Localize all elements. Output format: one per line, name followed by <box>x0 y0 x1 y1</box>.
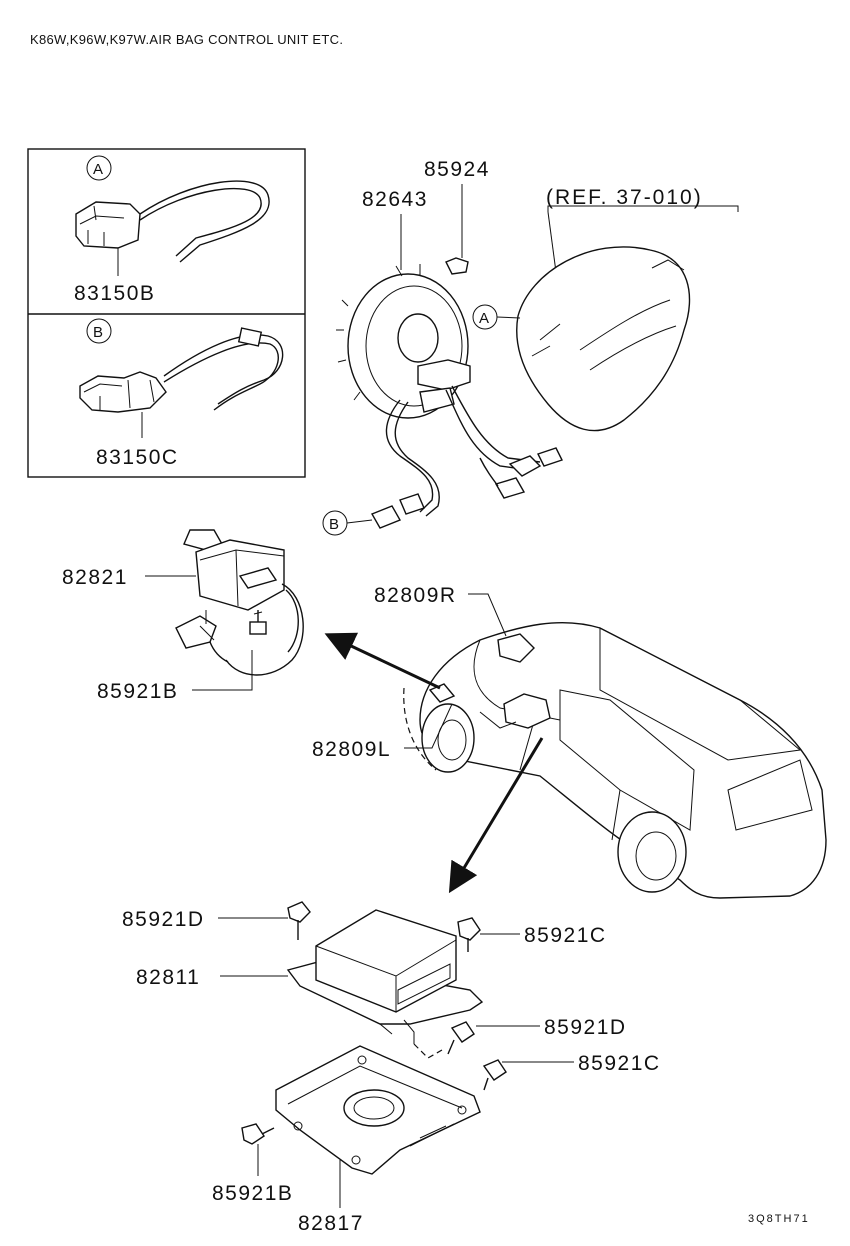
part-85921c-top-label: 85921C <box>524 924 607 947</box>
inset-connectors: A 83150B B 83150C <box>27 148 306 478</box>
part-82809r-label: 82809R <box>374 584 457 607</box>
part-85921b-top-label: 85921B <box>97 680 178 703</box>
part-82809l-label: 82809L <box>312 738 391 761</box>
part-82643-label: 82643 <box>362 188 428 211</box>
callout-b-ref-label: B <box>329 516 339 533</box>
connector-a-drawing: A 83150B <box>74 155 270 305</box>
connector-b-drawing: B 83150C <box>79 318 284 469</box>
part-82811-label: 82811 <box>136 966 200 989</box>
part-85921b-bot-label: 85921B <box>212 1182 293 1205</box>
vehicle-outline: 82809R 82809L <box>312 584 827 899</box>
part-83150c-label: 83150C <box>96 446 179 469</box>
part-82821-label: 82821 <box>62 566 128 589</box>
part-85921d-mid-label: 85921D <box>544 1016 627 1039</box>
clock-spring-assembly: 85924 82643 B <box>322 158 563 536</box>
control-unit-bracket: 85921B 82817 <box>212 1045 481 1235</box>
airbag-module: (REF. 37-010) A <box>472 186 739 432</box>
front-impact-sensor: 82821 85921B <box>62 529 304 703</box>
callout-a-label: A <box>93 161 103 178</box>
part-85924-label: 85924 <box>424 158 490 181</box>
part-85921c-mid-label: 85921C <box>578 1052 661 1075</box>
callout-a-ref-label: A <box>479 310 489 327</box>
page-title: K86W,K96W,K97W.AIR BAG CONTROL UNIT ETC. <box>30 32 343 47</box>
part-82817-label: 82817 <box>298 1212 364 1235</box>
reference-label: (REF. 37-010) <box>546 186 703 209</box>
part-85921d-top-label: 85921D <box>122 908 205 931</box>
air-bag-control-unit: 85921D 85921C 82811 85921D 85921C <box>122 901 661 1091</box>
part-83150b-label: 83150B <box>74 282 155 305</box>
drawing-code: 3Q8TH71 <box>748 1213 810 1225</box>
callout-b-label: B <box>93 324 103 341</box>
